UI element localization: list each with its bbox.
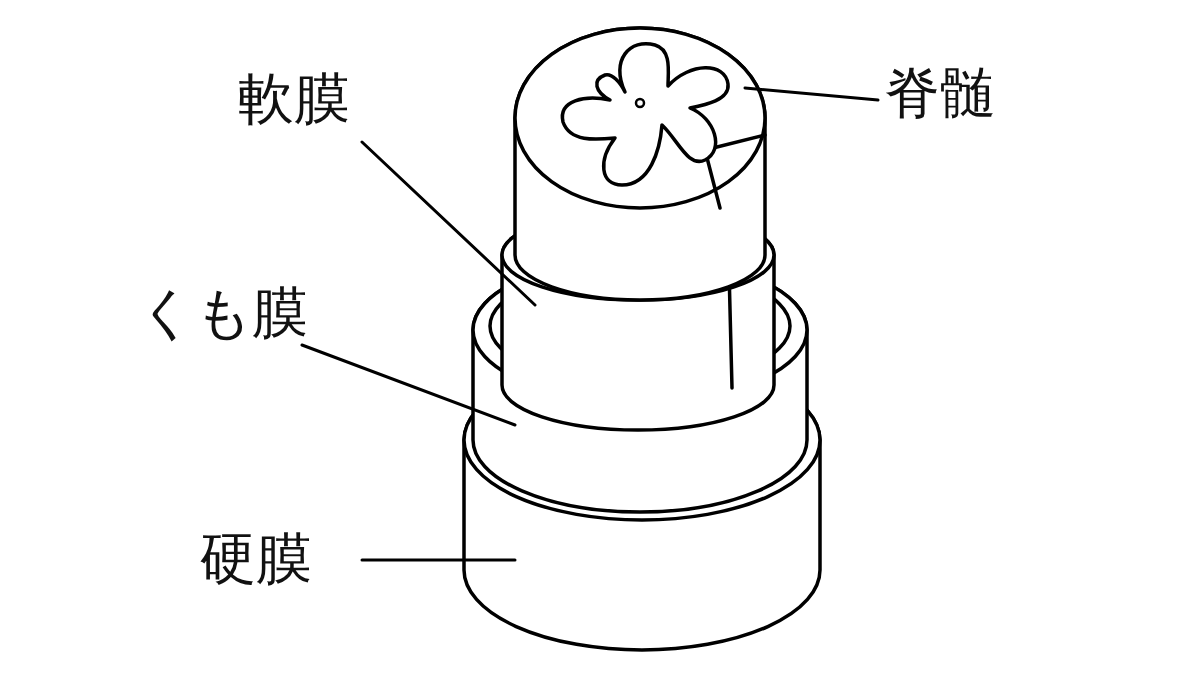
leader-line xyxy=(302,345,515,425)
spinal-cord-shape xyxy=(515,28,765,300)
part-label: 硬膜 xyxy=(200,528,312,590)
part-label: 軟膜 xyxy=(238,68,350,130)
part-label: 脊髄 xyxy=(884,62,996,124)
gray-matter xyxy=(562,44,728,185)
leader-line xyxy=(362,142,535,305)
central-canal xyxy=(636,99,644,107)
part-label: くも膜 xyxy=(138,282,308,344)
leader-line xyxy=(745,88,878,100)
spinal-cord-top xyxy=(515,28,765,208)
leader-line xyxy=(362,559,515,562)
